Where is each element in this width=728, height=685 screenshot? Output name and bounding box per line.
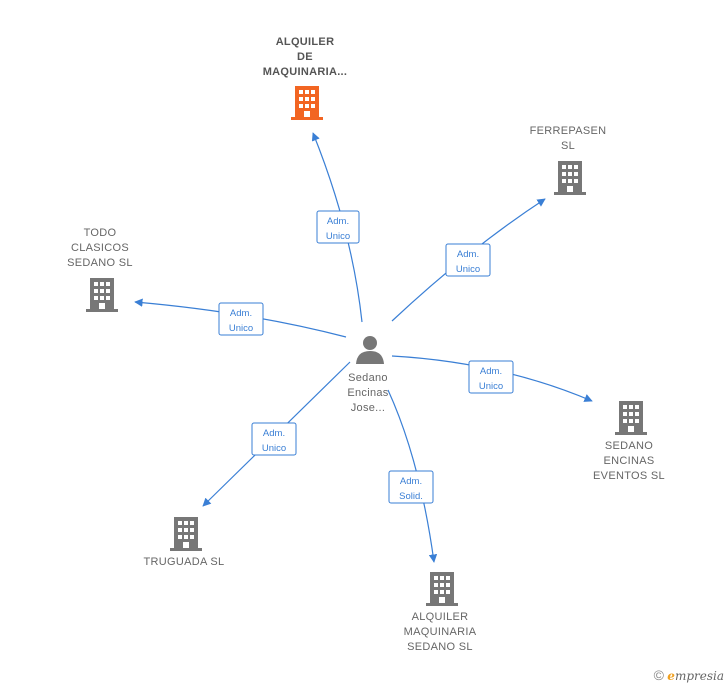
edge-role-text: Adm. Unico [456, 249, 480, 275]
edge-role-line: Unico [326, 231, 350, 242]
edge-role-label-alquiler-maquinaria-top[interactable]: Adm. Unico [316, 210, 360, 244]
building-icon [554, 161, 586, 195]
edge-role-line: Adm. [457, 249, 479, 260]
company-name: ALQUILER DE MAQUINARIA... [263, 36, 348, 78]
company-name: SEDANO ENCINAS EVENTOS SL [593, 440, 665, 482]
company-name-line: MAQUINARIA [404, 626, 477, 638]
company-name-line: ENCINAS [604, 455, 655, 467]
edge-role-label-alquiler-maquinaria-sedano[interactable]: Adm. Solid. [388, 470, 434, 504]
company-name: ALQUILER MAQUINARIA SEDANO SL [404, 611, 477, 653]
edge-role-line: Adm. [327, 216, 349, 227]
edge-role-box [468, 360, 514, 394]
edge-role-line: Adm. [400, 476, 422, 487]
building-icon [170, 517, 202, 551]
edge-role-label-truguada[interactable]: Adm. Unico [251, 422, 297, 456]
company-name-line: ALQUILER [276, 36, 335, 48]
copyright-icon: © [653, 667, 664, 683]
person-icon [356, 336, 384, 364]
edge-role-box [445, 243, 491, 277]
edge-role-line: Solid. [399, 491, 423, 502]
edge-role-box [316, 210, 360, 244]
company-name-line: CLASICOS [71, 242, 129, 254]
company-name-line: TODO [84, 227, 117, 239]
edge-role-text: Adm. Unico [326, 216, 350, 242]
building-icon [86, 278, 118, 312]
edge-role-line: Unico [229, 323, 253, 334]
edge-role-text: Adm. Solid. [399, 476, 423, 502]
company-name-line: EVENTOS SL [593, 470, 665, 482]
brand-logo-text: mpresia [674, 669, 724, 683]
edge-role-box [388, 470, 434, 504]
company-node-todo-clasicos[interactable]: TODO CLASICOS SEDANO SL [67, 227, 133, 312]
company-name-line: SEDANO SL [407, 641, 473, 653]
building-icon [426, 572, 458, 606]
company-node-alquiler-maquinaria-sedano[interactable]: ALQUILER MAQUINARIA SEDANO SL [404, 572, 477, 653]
company-name: TODO CLASICOS SEDANO SL [67, 227, 133, 269]
brand-logo-initial: e [667, 669, 675, 683]
edge-role-label-sedano-encinas-eventos[interactable]: Adm. Unico [468, 360, 514, 394]
edge-role-line: Unico [262, 443, 286, 454]
edge-role-label-todo-clasicos[interactable]: Adm. Unico [218, 302, 264, 336]
edge-role-line: Adm. [230, 308, 252, 319]
edge-role-line: Adm. [263, 428, 285, 439]
company-node-ferrepasen[interactable]: FERREPASEN SL [530, 125, 607, 195]
building-icon [291, 86, 323, 120]
company-name: TRUGUADA SL [144, 556, 225, 568]
footer-brand: © empresia [654, 667, 724, 683]
edge-role-text: Adm. Unico [262, 428, 286, 454]
company-name-line: TRUGUADA SL [144, 556, 225, 568]
edge-role-box [251, 422, 297, 456]
company-name: FERREPASEN SL [530, 125, 607, 152]
person-name-line: Sedano [348, 372, 388, 384]
person-name-line: Encinas [347, 387, 388, 399]
company-node-sedano-encinas-eventos[interactable]: SEDANO ENCINAS EVENTOS SL [593, 401, 665, 482]
company-name-line: MAQUINARIA... [263, 66, 348, 78]
person-name-line: Jose... [351, 402, 386, 414]
edge-role-text: Adm. Unico [479, 366, 503, 392]
edge-role-text: Adm. Unico [229, 308, 253, 334]
company-node-alquiler-maquinaria-top[interactable]: ALQUILER DE MAQUINARIA... [263, 36, 348, 120]
building-icon [615, 401, 647, 435]
edge-line-alquiler-maquinaria-sedano [387, 389, 438, 563]
company-node-truguada[interactable]: TRUGUADA SL [144, 517, 225, 568]
company-name-line: FERREPASEN [530, 125, 607, 137]
company-name-line: SL [561, 140, 575, 152]
edge-role-box [218, 302, 264, 336]
company-name-line: SEDANO SL [67, 257, 133, 269]
company-name-line: ALQUILER [412, 611, 469, 623]
edge-role-label-ferrepasen[interactable]: Adm. Unico [445, 243, 491, 277]
edge-role-line: Unico [456, 264, 480, 275]
edge-role-line: Adm. [480, 366, 502, 377]
company-name-line: DE [297, 51, 313, 63]
company-name-line: SEDANO [605, 440, 653, 452]
edge-role-line: Unico [479, 381, 503, 392]
